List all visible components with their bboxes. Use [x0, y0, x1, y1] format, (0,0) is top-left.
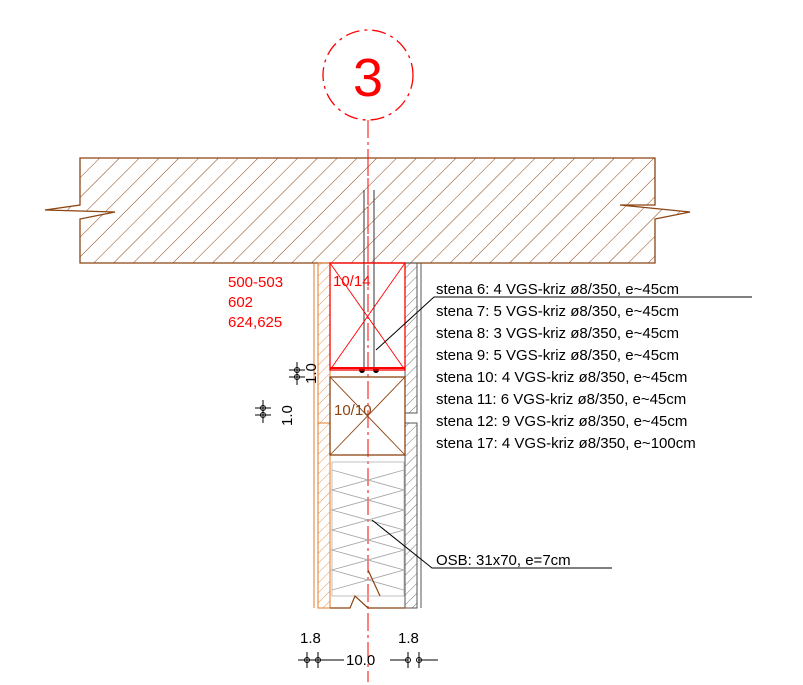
osb-note: OSB: 31x70, e=7cm — [436, 552, 571, 569]
dim-bottom-right: 1.8 — [398, 630, 419, 647]
vgs-screws — [359, 190, 379, 373]
right-sheathing — [404, 262, 422, 609]
dim-bottom-center: 10.0 — [346, 652, 375, 669]
wall-note: stena 6: 4 VGS-kriz ø8/350, e~45cm — [436, 281, 679, 298]
wall-note: stena 8: 3 VGS-kriz ø8/350, e~45cm — [436, 325, 679, 342]
position-numbers: 500-503 602 624,625 — [228, 274, 283, 331]
grid-axis-marker: 3 — [322, 29, 414, 121]
dim-vert-top: 1.0 — [303, 363, 320, 384]
top-plate-10-14: 10/14 — [329, 262, 406, 371]
break-line — [330, 569, 405, 609]
wall-notes: stena 6: 4 VGS-kriz ø8/350, e~45cm stena… — [436, 281, 696, 452]
member-label-red: 10/14 — [333, 273, 371, 290]
wall-note: stena 17: 4 VGS-kriz ø8/350, e~100cm — [436, 435, 696, 452]
wall-note: stena 10: 4 VGS-kriz ø8/350, e~45cm — [436, 369, 687, 386]
bottom-dimensions — [298, 652, 438, 668]
plate-10-10: 10/10 — [329, 376, 406, 456]
wall-note: stena 11: 6 VGS-kriz ø8/350, e~45cm — [436, 391, 686, 408]
dim-vert-bottom: 1.0 — [279, 405, 296, 426]
wall-note: stena 9: 5 VGS-kriz ø8/350, e~45cm — [436, 347, 679, 364]
position-number-1: 500-503 — [228, 274, 283, 291]
leader-lines — [371, 296, 752, 569]
vertical-dimensions — [255, 362, 305, 423]
position-number-2: 602 — [228, 294, 253, 311]
member-label-brown: 10/10 — [334, 402, 372, 419]
insulation — [330, 461, 406, 597]
wall-note: stena 7: 5 VGS-kriz ø8/350, e~45cm — [436, 303, 679, 320]
wall-note: stena 12: 9 VGS-kriz ø8/350, e~45cm — [436, 413, 687, 430]
dim-bottom-left: 1.8 — [300, 630, 321, 647]
left-sheathing — [313, 262, 331, 609]
grid-label: 3 — [353, 48, 383, 108]
position-number-3: 624,625 — [228, 314, 282, 331]
